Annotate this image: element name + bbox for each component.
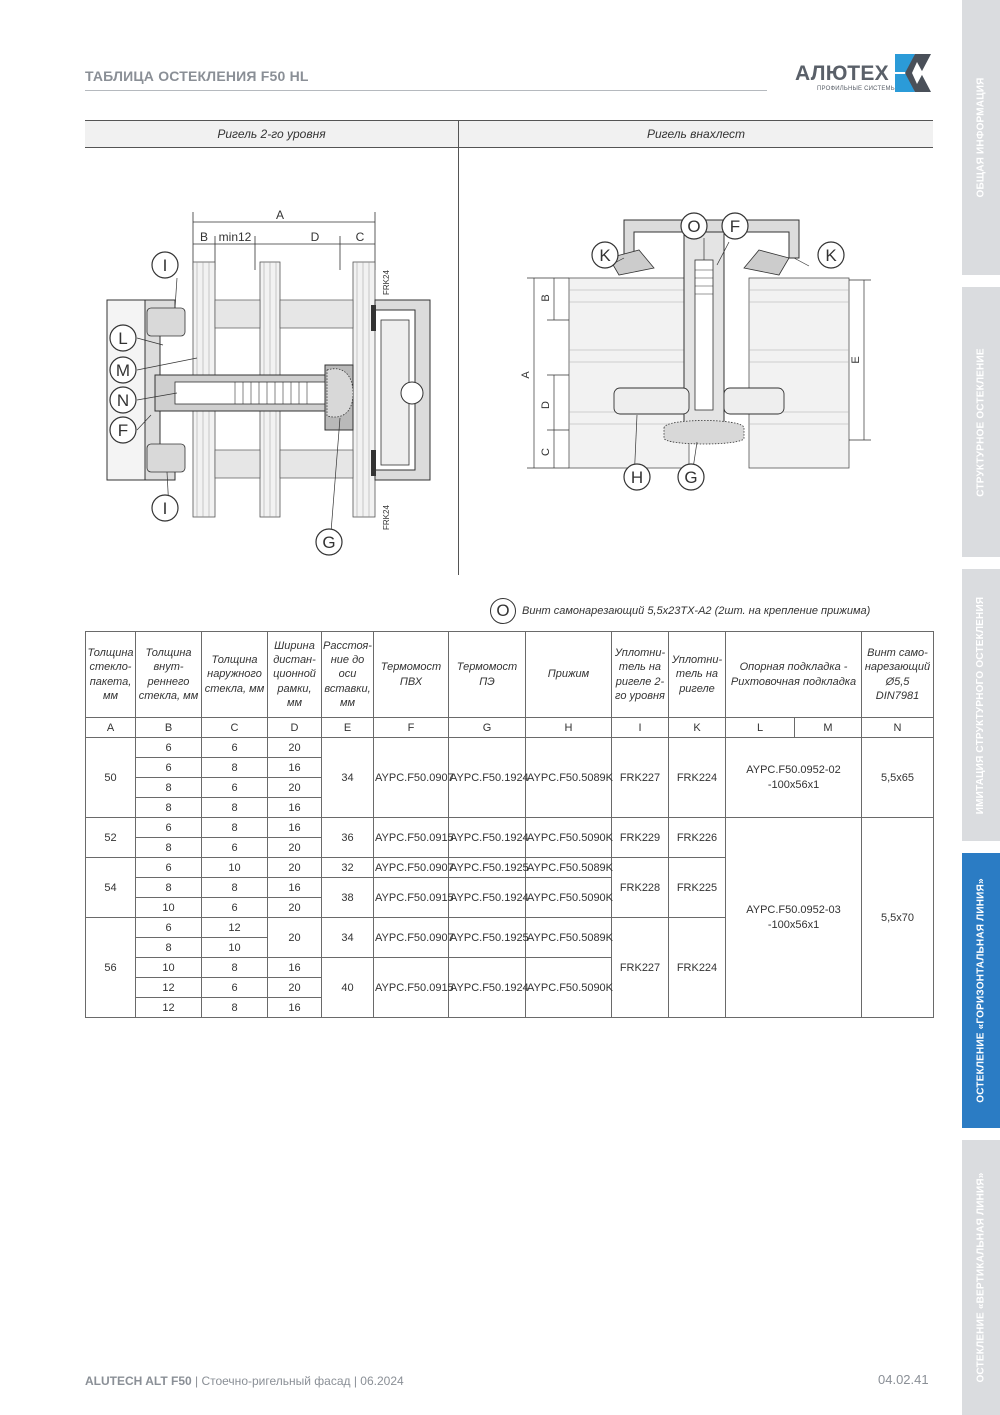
seal-label-top: FRK24 — [382, 270, 391, 295]
callout-F: F — [118, 421, 128, 440]
glazing-table: Толщина стекло-пакета, мм Толщина внут-р… — [85, 631, 935, 1018]
dim-B: B — [200, 230, 208, 244]
side-tab-structural-glazing[interactable]: СТРУКТУРНОЕ ОСТЕКЛЕНИЕ — [962, 287, 1000, 557]
logo-name: АЛЮТЕХ — [795, 62, 889, 85]
th-G: Термомост ПЭ — [448, 631, 526, 718]
left-drawing-title: Ригель 2-го уровня — [85, 120, 458, 148]
side-tab-vertical-line[interactable]: ОСТЕКЛЕНИЕ «ВЕРТИКАЛЬНАЯ ЛИНИЯ» — [962, 1140, 1000, 1415]
th-B: Толщина внут-реннего стекла, мм — [135, 631, 202, 718]
right-section-drawing: B A D C E K O F K H G — [520, 212, 871, 491]
screw-note-letter: O — [490, 598, 516, 624]
th-C: Толщина наружного стекла, мм — [201, 631, 268, 718]
right-drawing-title: Ригель внахлест — [459, 120, 933, 148]
dim-A: A — [276, 208, 284, 222]
callout-M: M — [116, 361, 130, 380]
dim-E-right: E — [850, 356, 862, 363]
table-row: 56 6 12 20 34 AYPC.F50.0907 AYPC.F50.192… — [85, 917, 934, 1018]
th-H: Прижим — [525, 631, 612, 718]
table-row: 52 6 8 16 36 AYPC.F50.0915 AYPC.F50.1924… — [85, 817, 935, 1018]
seal-label-bottom: FRK24 — [382, 505, 391, 530]
dim-A-right: A — [520, 371, 532, 379]
callout-O: O — [687, 217, 700, 236]
callout-L: L — [118, 329, 127, 348]
th-F: Термомост ПВХ — [373, 631, 449, 718]
callout-K-right: K — [825, 246, 837, 265]
side-tab-imitation-structural[interactable]: ИМИТАЦИЯ СТРУКТУРНОГО ОСТЕКЛЕНИЯ — [962, 569, 1000, 841]
footer-info: ALUTECH ALT F50 | Стоечно-ригельный фаса… — [85, 1374, 404, 1388]
table-letter-row: A B C D E F G H I K L M N — [85, 717, 935, 738]
side-tabs: ОБЩАЯ ИНФОРМАЦИЯ СТРУКТУРНОЕ ОСТЕКЛЕНИЕ … — [962, 0, 1000, 1415]
th-D: Ширина дистан-ционной рамки, мм — [267, 631, 322, 718]
table-row: 50 6 6 20 34 AYPC.F50.0907 AYPC.F50.1924… — [85, 737, 935, 818]
side-tab-horizontal-line[interactable]: ОСТЕКЛЕНИЕ «ГОРИЗОНТАЛЬНАЯ ЛИНИЯ» — [962, 853, 1000, 1128]
dim-D: D — [311, 230, 320, 244]
footer-rest: | Стоечно-ригельный фасад | 06.2024 — [191, 1374, 404, 1388]
callout-I-top: I — [163, 256, 168, 275]
table-row: 54 6 10 20 32 AYPC.F50.0907 AYPC.F50.192… — [85, 857, 934, 918]
title-rule — [85, 90, 767, 91]
th-A: Толщина стекло-пакета, мм — [85, 631, 136, 718]
callout-G-right: G — [684, 468, 697, 487]
side-tab-general-info[interactable]: ОБЩАЯ ИНФОРМАЦИЯ — [962, 0, 1000, 275]
th-N: Винт само-нарезающий Ø5,5 DIN7981 — [861, 631, 935, 718]
dim-D-right: D — [540, 401, 552, 409]
screw-note: O Винт самонарезающий 5,5x23TX-A2 (2шт. … — [490, 598, 870, 624]
footer-brand: ALUTECH ALT F50 — [85, 1374, 192, 1388]
table-row: 8 6 20 — [86, 837, 934, 858]
callout-F-right: F — [730, 217, 740, 236]
th-K: Уплотни-тель на ригеле — [668, 631, 726, 718]
callout-G: G — [322, 533, 335, 552]
callout-H: H — [631, 468, 643, 487]
dim-C-right: C — [540, 448, 552, 456]
callout-K-left: K — [599, 246, 611, 265]
page-number: 04.02.41 — [878, 1372, 929, 1387]
dim-B-right: B — [540, 294, 552, 301]
logo-subtitle: ПРОФИЛЬНЫЕ СИСТЕМЫ — [817, 86, 897, 92]
table-row: 12 8 16 — [86, 997, 934, 1018]
screw-note-text: Винт самонарезающий 5,5x23TX-A2 (2шт. на… — [522, 605, 871, 617]
callout-N: N — [117, 391, 129, 410]
dim-C: C — [356, 230, 365, 244]
panel-divider — [458, 120, 459, 575]
th-LM: Опорная подкладка - Рихтовочная подкладк… — [724, 631, 863, 718]
page-title: ТАБЛИЦА ОСТЕКЛЕНИЯ F50 HL — [85, 68, 309, 84]
table-row: 10 8 16 40 AYPC.F50.0915 AYPC.F50.1924 A… — [86, 957, 934, 1018]
left-section-drawing: A B min12 D C — [106, 208, 431, 556]
drawings-area: Ригель 2-го уровня Ригель внахлест A B m… — [85, 120, 933, 630]
th-I: Уплотни-тель на ригеле 2-го уровня — [611, 631, 669, 718]
table-header-row: Толщина стекло-пакета, мм Толщина внут-р… — [85, 631, 935, 718]
logo-mark-icon — [895, 54, 931, 92]
th-E: Расстоя-ние до оси вставки, мм — [321, 631, 374, 718]
dim-min: min12 — [219, 230, 252, 244]
logo: АЛЮТЕХ ПРОФИЛЬНЫЕ СИСТЕМЫ — [795, 52, 935, 96]
callout-I-bottom: I — [163, 499, 168, 518]
